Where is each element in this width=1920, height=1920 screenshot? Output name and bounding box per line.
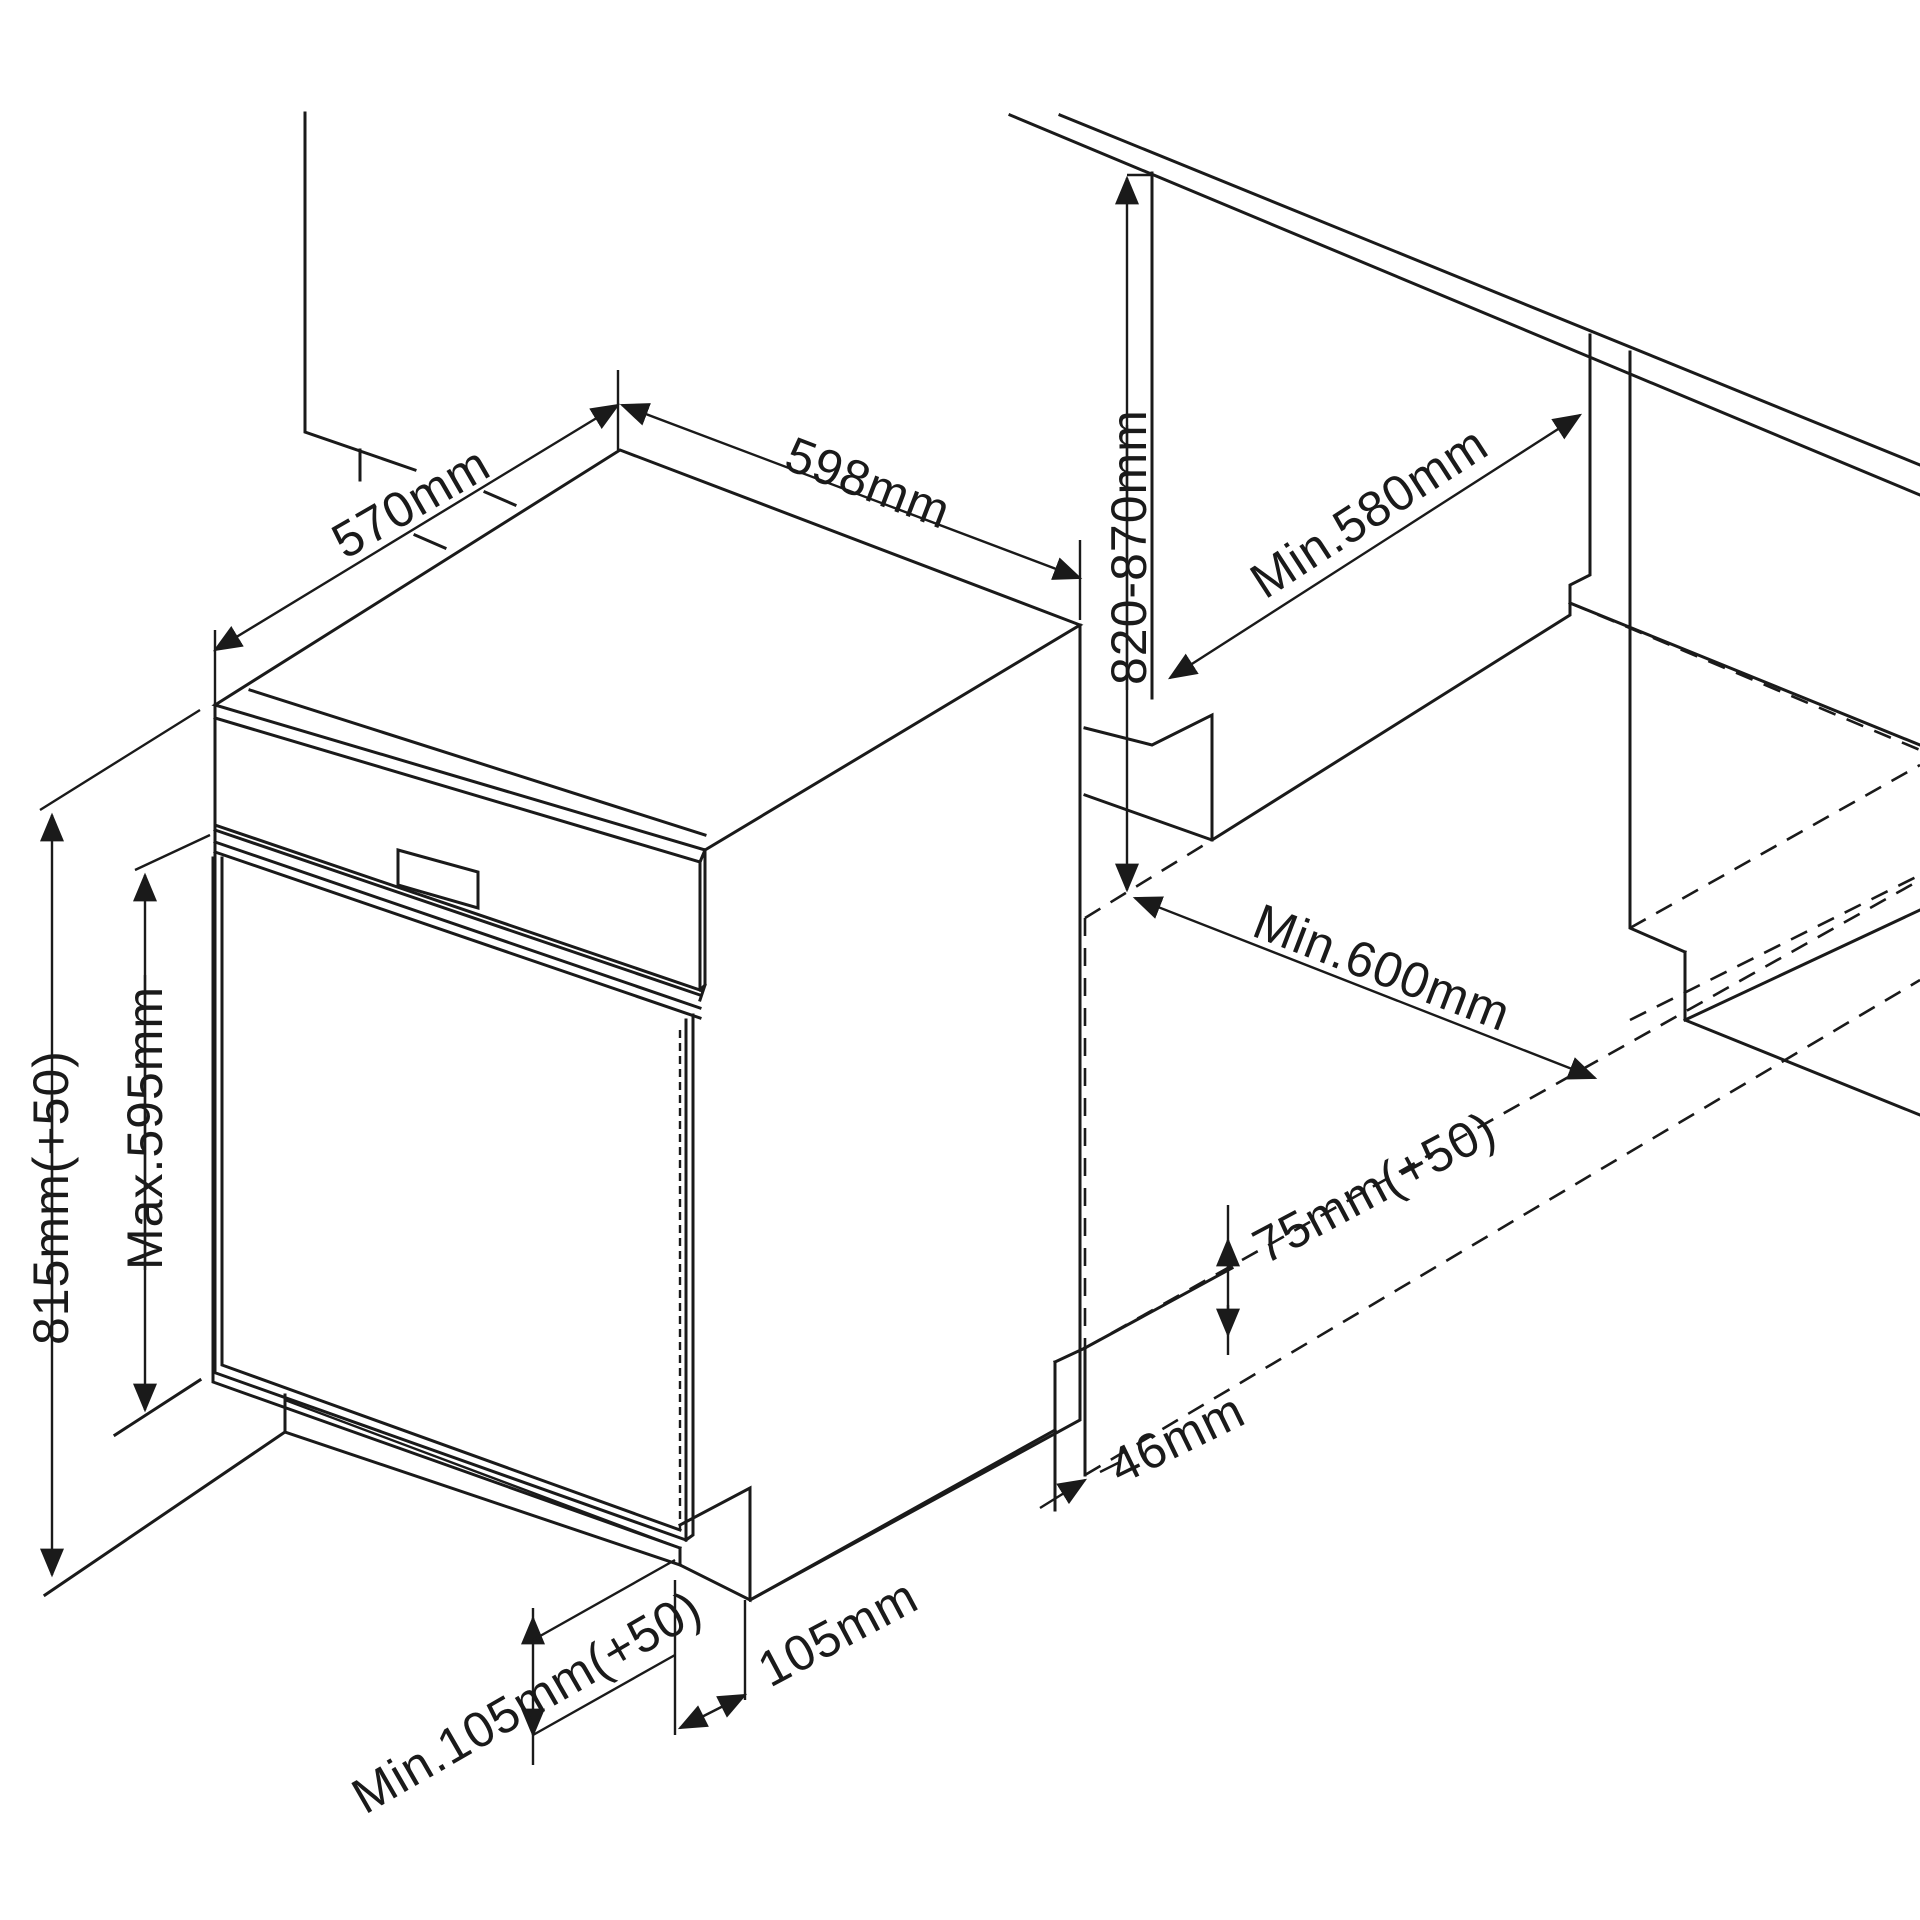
width-label: 598mm (778, 426, 958, 540)
left-cabinet-outline (42, 111, 517, 1598)
plinth-height-label: 75mm(+50) (1244, 1100, 1505, 1274)
dishwasher-body (211, 448, 1084, 1603)
niche-depth-label: Min.580mm (1240, 415, 1497, 609)
dimension-lines (39, 173, 1598, 1765)
niche-outline (747, 113, 1920, 1603)
niche-width-label: Min.600mm (1246, 893, 1518, 1042)
depth-label: 570mm (323, 435, 500, 569)
plinth-offset-label: 46mm (1100, 1382, 1253, 1495)
min-toe-kick-label: Min.105mm(+50) (343, 1579, 712, 1824)
height-label: 815mm(+50) (23, 1050, 79, 1345)
door-height-label: Max.595mm (117, 986, 173, 1270)
niche-height-label: 820-870mm (1101, 409, 1157, 685)
